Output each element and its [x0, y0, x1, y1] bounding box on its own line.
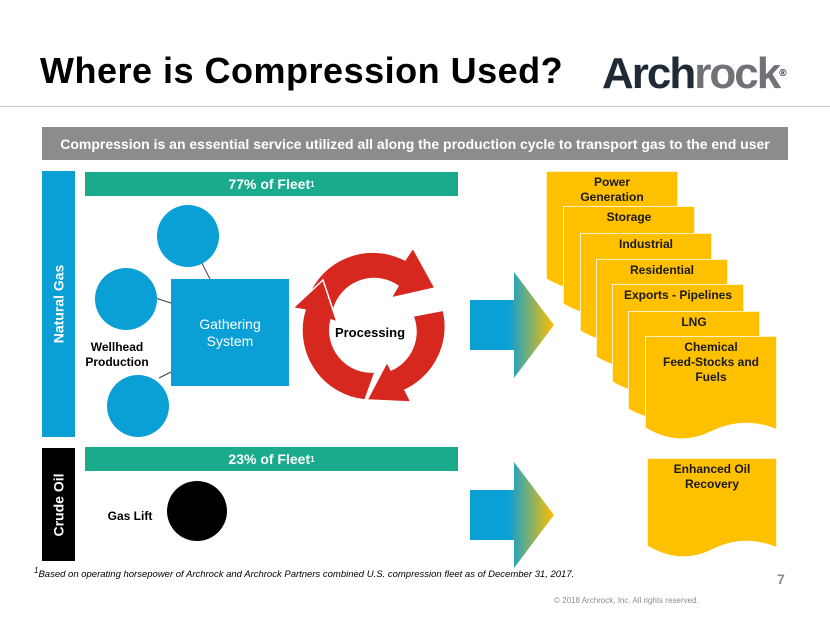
header-divider [0, 106, 830, 107]
footnote: 1Based on operating horsepower of Archro… [34, 566, 574, 580]
wellhead-circle-top [157, 205, 219, 267]
natural-gas-flow-arrow [470, 272, 554, 378]
card-line: Industrial [618, 237, 673, 251]
footnote-mark: 1 [34, 566, 39, 575]
crude-oil-fleet-text: 23% of Fleet [228, 451, 311, 467]
wellhead-line-2: Production [85, 355, 149, 369]
card-line: Feed-Stocks and [662, 355, 760, 369]
wellhead-circle-bottom [107, 375, 169, 437]
card-line: Exports - Pipelines [623, 288, 733, 302]
archrock-logo: Archrock® [602, 52, 787, 96]
gathering-line-1: Gathering [199, 315, 261, 332]
processing-label: Processing [335, 325, 405, 340]
card-line: Residential [629, 263, 695, 277]
natural-gas-fleet-text: 77% of Fleet [228, 176, 311, 192]
processing-cycle-icon: Processing [295, 250, 447, 403]
natural-gas-fleet-footnote-mark: 1 [310, 179, 315, 189]
page-title: Where is Compression Used? [40, 50, 564, 91]
wellhead-line-1: Wellhead [90, 340, 144, 354]
copyright: © 2018 Archrock, Inc. All rights reserve… [554, 596, 699, 605]
card-line: Storage [606, 210, 652, 224]
card-shape [647, 458, 777, 558]
gathering-system-box: Gathering System [171, 279, 289, 386]
crude-oil-fleet-footnote-mark: 1 [310, 454, 315, 464]
gas-lift-circle [167, 481, 227, 541]
page-number: 7 [777, 571, 785, 587]
gas-lift-label: Gas Lift [107, 509, 153, 523]
crude-oil-flow-arrow [470, 462, 554, 568]
card-shape [645, 336, 777, 440]
summary-banner: Compression is an essential service util… [42, 127, 788, 160]
footnote-text: Based on operating horsepower of Archroc… [38, 569, 575, 581]
connector-bottom-well [158, 371, 172, 379]
card-line: Generation [580, 190, 644, 204]
wellhead-circle-middle [95, 268, 157, 330]
crude-oil-side-label: Crude Oil [42, 448, 75, 561]
gathering-line-2: System [206, 332, 254, 349]
card-line: Power [593, 175, 630, 189]
card-line: LNG [681, 315, 707, 329]
logo-registered-mark: ® [779, 68, 787, 79]
card-line: Recovery [684, 477, 740, 491]
wellhead-production-label: Wellhead Production [77, 340, 157, 370]
natural-gas-side-label: Natural Gas [42, 171, 75, 437]
card-line: Enhanced Oil [673, 462, 751, 476]
logo-rock: rock [694, 49, 781, 98]
logo-arch: Arch [602, 49, 696, 98]
card-line: Chemical [684, 340, 738, 354]
card-line: Fuels [695, 370, 727, 384]
